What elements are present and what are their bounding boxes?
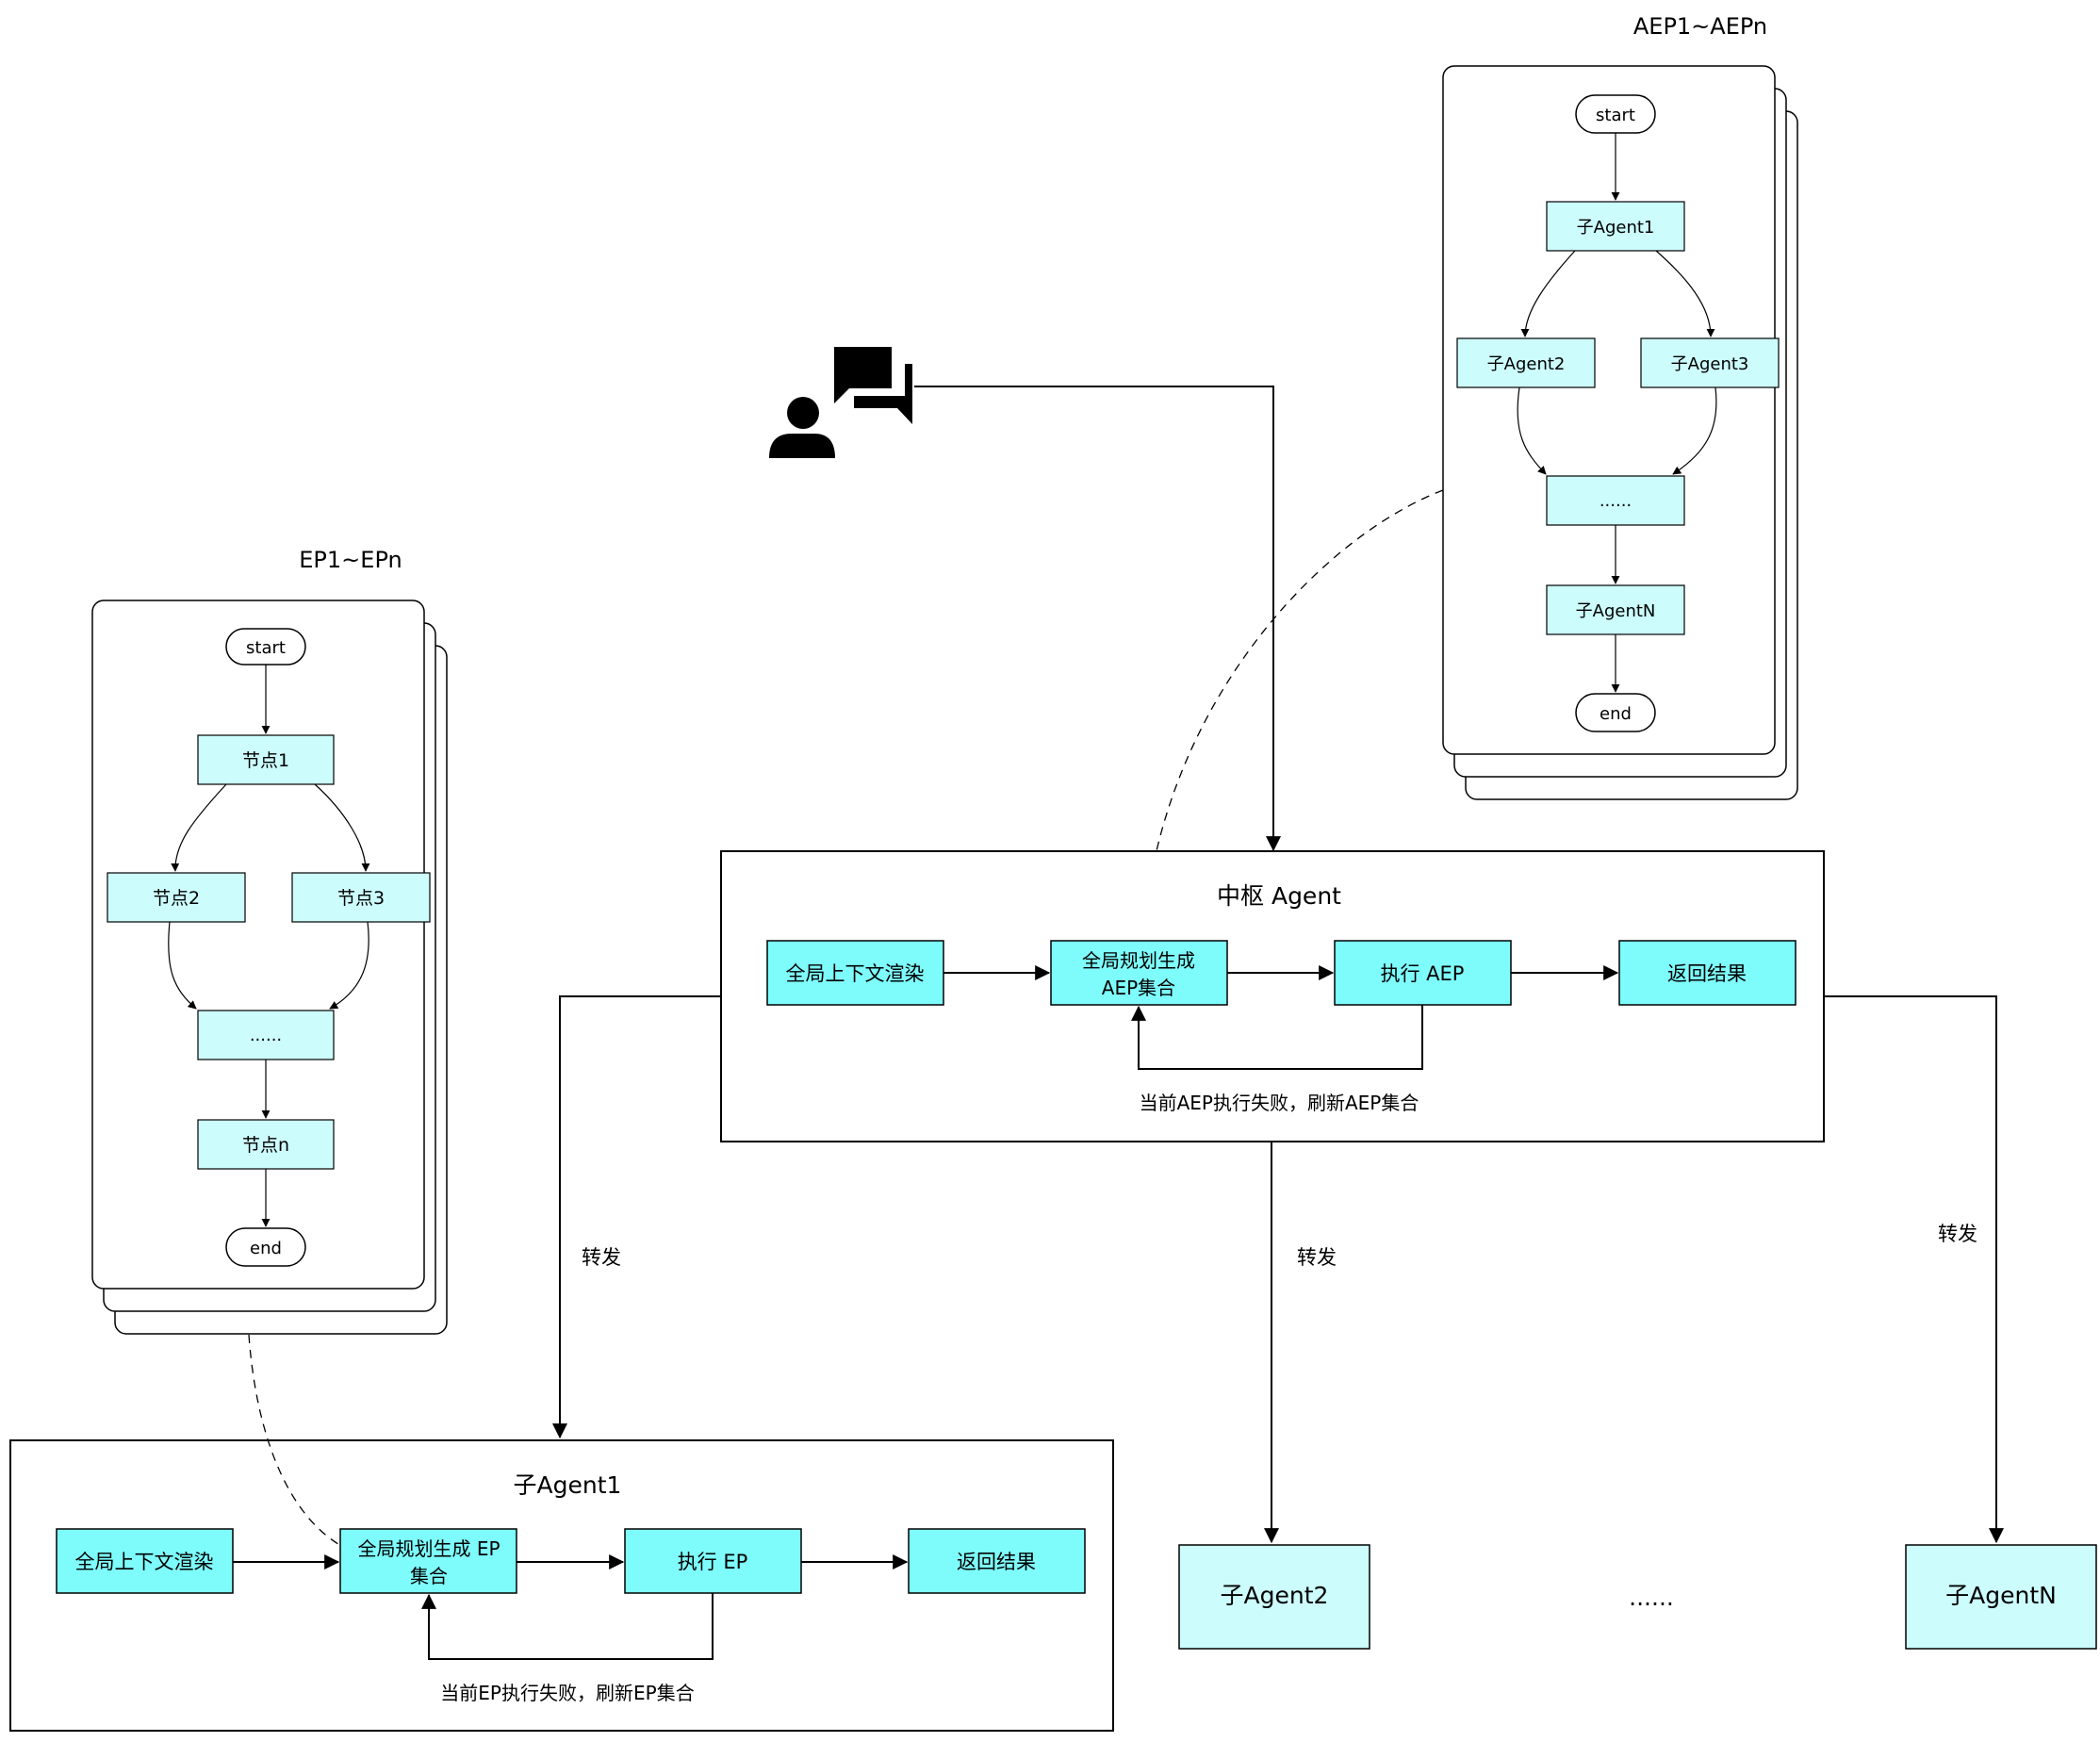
sub1-loop-label: 当前EP执行失败，刷新EP集合 — [440, 1682, 694, 1704]
forward-label-middle: 转发 — [1297, 1246, 1337, 1269]
aep-node2 — [1456, 337, 1596, 388]
forward-label-right: 转发 — [1938, 1223, 1977, 1245]
aep-ellipsis-node — [1546, 475, 1685, 526]
sub1-step-exec — [624, 1528, 802, 1594]
ep-dashed-link — [248, 1334, 342, 1547]
ep-start-label: start — [246, 638, 286, 658]
aep-flow-title: AEP1~AEPn — [1633, 13, 1767, 40]
hub-step-render — [766, 940, 944, 1006]
sub-agent-n-label: 子AgentN — [1945, 1582, 2057, 1609]
ep-node-n-label: 节点n — [242, 1135, 289, 1156]
hub-step-plan — [1050, 940, 1228, 1006]
hub-agent-panel: 中枢 Agent 全局上下文渲染 全局规划生成 AEP集合 执行 AEP 返回结… — [720, 850, 1825, 1142]
hub-step-render-label: 全局上下文渲染 — [786, 962, 925, 985]
ep-ellipsis-label: ...... — [250, 1026, 282, 1045]
aep-end-label: end — [1600, 704, 1632, 724]
hub-step-return — [1618, 940, 1796, 1006]
sub1-step-render-label: 全局上下文渲染 — [75, 1551, 214, 1573]
ep-flow-title: EP1~EPn — [299, 547, 402, 573]
hub-step-plan-line1: 全局规划生成 — [1082, 949, 1195, 972]
hub-step-plan-line2: AEP集合 — [1102, 977, 1175, 999]
aep-ellipsis-label: ...... — [1600, 491, 1632, 511]
hub-agent-title: 中枢 Agent — [1217, 882, 1341, 910]
user-chat-icon — [769, 347, 912, 458]
ep-node2 — [107, 872, 246, 923]
ep-node3 — [291, 872, 431, 923]
aep-node1-label: 子Agent1 — [1577, 218, 1655, 238]
forward-edge-right — [1824, 995, 2004, 1544]
ep-end-label: end — [250, 1239, 282, 1258]
sub-agent2-label: 子Agent2 — [1221, 1582, 1329, 1609]
sub1-step-render — [56, 1528, 234, 1594]
sub-agent1-title: 子Agent1 — [514, 1471, 622, 1499]
ep-node1-label: 节点1 — [242, 750, 289, 771]
hub-step-exec-label: 执行 AEP — [1381, 962, 1465, 985]
forward-edge-left — [552, 995, 721, 1439]
sub1-step-exec-label: 执行 EP — [678, 1551, 748, 1573]
aep-dashed-link — [1142, 489, 1444, 939]
sub-agent1-panel: 子Agent1 全局上下文渲染 全局规划生成 EP 集合 执行 EP 返回结果 … — [9, 1439, 1114, 1732]
ep-end-node — [225, 1227, 306, 1267]
aep-node-n-label: 子AgentN — [1576, 601, 1656, 621]
sub1-step-return-label: 返回结果 — [957, 1551, 1036, 1573]
hub-step-return-label: 返回结果 — [1667, 962, 1747, 985]
sub1-step-return — [908, 1528, 1086, 1594]
sub-agent2-box — [1178, 1544, 1370, 1650]
sub-agent-ellipsis: ...... — [1629, 1584, 1674, 1611]
ep-node3-label: 节点3 — [337, 888, 385, 909]
aep-node2-label: 子Agent2 — [1487, 354, 1566, 374]
aep-flow-stack: AEP1~AEPn start 子Agent1 子Agent2 子Agent3 … — [1442, 13, 1798, 800]
aep-start-label: start — [1596, 106, 1635, 125]
ep-flow-stack: EP1~EPn start 节点1 节点2 节点3 ...... 节点n end — [91, 547, 448, 1335]
hub-loop-label: 当前AEP执行失败，刷新AEP集合 — [1140, 1092, 1419, 1114]
user-to-hub-arrow — [914, 386, 1281, 852]
ep-node2-label: 节点2 — [153, 888, 200, 909]
aep-node1 — [1546, 201, 1685, 252]
hub-step-exec — [1334, 940, 1512, 1006]
forward-label-left: 转发 — [582, 1246, 621, 1269]
aep-end-node — [1575, 693, 1656, 732]
aep-node3-label: 子Agent3 — [1671, 354, 1749, 374]
ep-node1 — [197, 734, 335, 785]
aep-node3 — [1640, 337, 1780, 388]
sub1-step-plan-line1: 全局规划生成 EP — [357, 1537, 500, 1560]
sub1-step-plan-line2: 集合 — [410, 1565, 448, 1587]
sub-agent-n-box — [1905, 1544, 2097, 1650]
